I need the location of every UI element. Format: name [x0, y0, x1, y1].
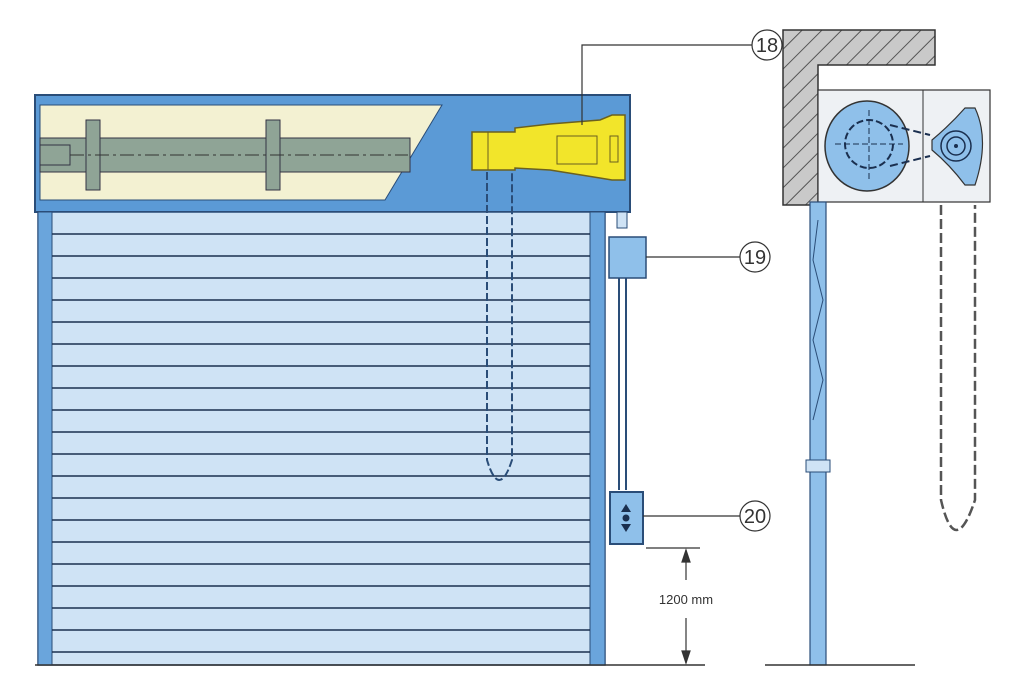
front-view: 18 19 20 1200 mm — [34, 29, 783, 666]
up-stop-down-icon — [621, 504, 631, 532]
side-chain — [939, 205, 977, 532]
callout-20: 20 — [643, 500, 771, 532]
callout-18-label: 18 — [756, 35, 778, 57]
guide-rail — [809, 201, 827, 666]
roller-end-view — [824, 100, 931, 192]
motor — [471, 114, 626, 181]
roller-shaft — [39, 119, 411, 191]
callout-19: 19 — [646, 241, 771, 273]
callout-20-label: 20 — [744, 506, 766, 528]
wall-section — [782, 29, 936, 206]
slats — [37, 211, 606, 666]
pull-chain — [486, 172, 513, 481]
dimension-1200: 1200 mm — [646, 547, 713, 665]
bracket-end-view — [931, 107, 984, 186]
callout-19-label: 19 — [744, 247, 766, 269]
dimension-label: 1200 mm — [659, 592, 713, 607]
junction-box — [608, 236, 647, 279]
callout-18: 18 — [581, 29, 783, 125]
side-view — [765, 29, 991, 666]
control-cord — [608, 211, 647, 545]
